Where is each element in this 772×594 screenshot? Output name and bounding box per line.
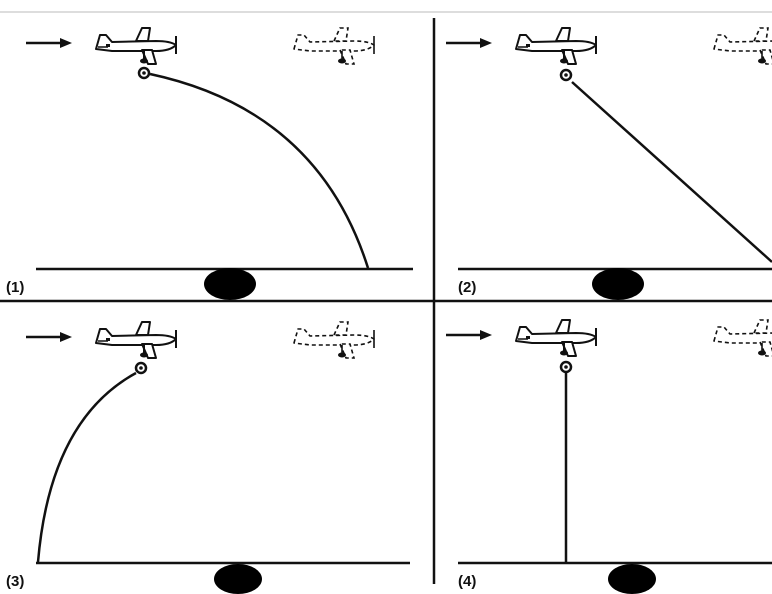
airplane-icon <box>95 321 177 359</box>
arrow-right-icon <box>24 330 74 344</box>
panel-label: (1) <box>6 279 24 296</box>
panel-label: (4) <box>458 573 476 590</box>
panel-3: (3) <box>6 321 410 594</box>
trajectory-curve <box>149 72 370 269</box>
panel-2: (2) <box>444 27 772 300</box>
target-blob-icon <box>608 564 656 594</box>
airplane-dashed-icon <box>293 321 375 359</box>
panel-1: (1) <box>6 27 413 300</box>
dropped-object-icon <box>134 361 148 375</box>
panel-label: (2) <box>458 279 476 296</box>
target-blob-icon <box>204 268 256 300</box>
dropped-object-icon <box>137 66 151 80</box>
airplane-icon <box>515 319 597 357</box>
panel-label: (3) <box>6 573 24 590</box>
trajectory-curve <box>36 371 137 563</box>
airplane-dashed-icon <box>713 319 772 357</box>
arrow-right-icon <box>24 36 74 50</box>
airplane-icon <box>95 27 177 65</box>
target-blob-icon <box>592 268 644 300</box>
dropped-object-icon <box>559 68 573 82</box>
airplane-icon <box>515 27 597 65</box>
arrow-right-icon <box>444 36 494 50</box>
airplane-dashed-icon <box>713 27 772 65</box>
arrow-right-icon <box>444 328 494 342</box>
panel-4: (4) <box>444 319 772 594</box>
dropped-object-icon <box>559 360 573 374</box>
airplane-dashed-icon <box>293 27 375 65</box>
trajectory-straight <box>571 81 772 263</box>
target-blob-icon <box>214 564 262 594</box>
